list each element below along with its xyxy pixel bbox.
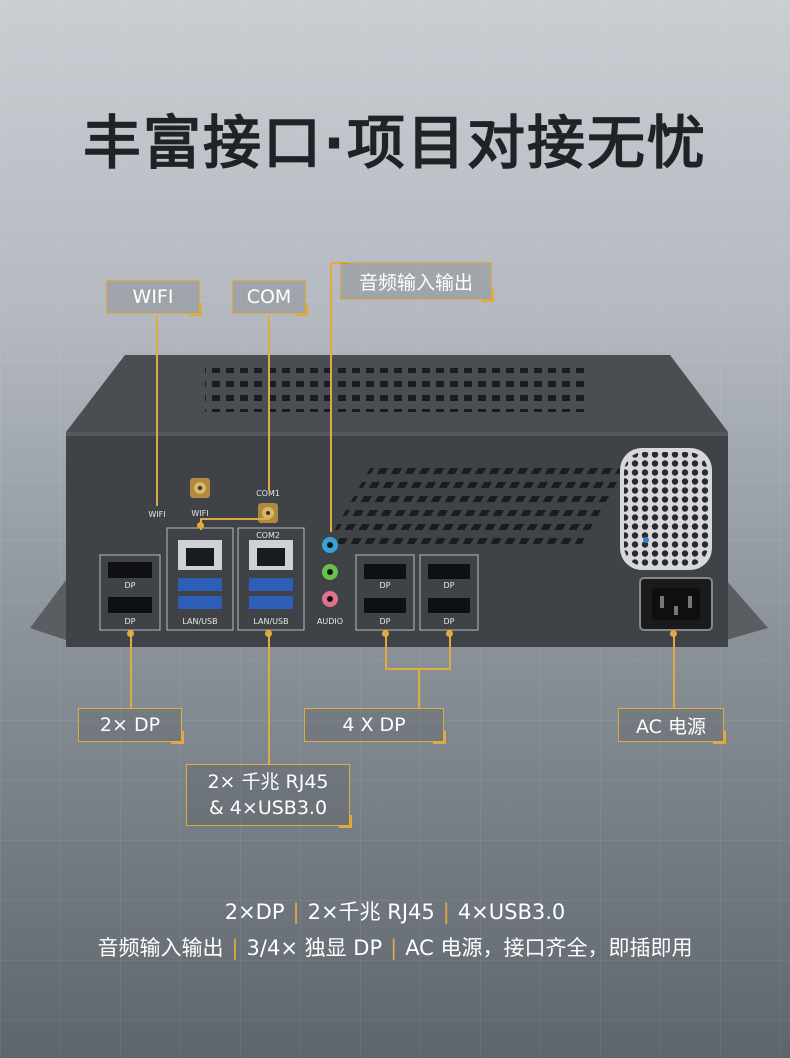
com-leader-line: [268, 316, 270, 491]
panel-label-dp: DP: [444, 617, 455, 626]
lan-connector-dot: [265, 630, 272, 637]
audio-leader-line: [330, 262, 332, 532]
panel-label-dp: DP: [125, 581, 136, 590]
summary-line-2: 音频输入输出|3/4× 独显 DP|AC 电源，接口齐全，即插即用: [97, 936, 693, 960]
callout-com: COM: [232, 280, 308, 316]
left-bracket: [30, 580, 66, 640]
page-headline: 丰富接口·项目对接无忧: [82, 109, 708, 177]
panel-label-dp: DP: [125, 617, 136, 626]
dp4-bracket-line: [385, 636, 387, 670]
wifi-antenna-connector: [190, 478, 210, 498]
panel-label-dp: DP: [444, 581, 455, 590]
summary-line-1: 2×DP|2×千兆 RJ45|4×USB3.0: [224, 900, 566, 924]
panel-label-audio: AUDIO: [317, 617, 343, 626]
panel-label-com2: COM2: [256, 531, 280, 540]
ac-connector-dot: [670, 630, 677, 637]
panel-label-dp: DP: [380, 581, 391, 590]
callout-rj45-usb: 2× 千兆 RJ45 & 4×USB3.0: [186, 764, 352, 828]
panel-label-dp: DP: [380, 617, 391, 626]
callout-audio: 音频输入输出: [340, 262, 494, 302]
lan-connector-dot: [197, 522, 204, 529]
top-vent: [205, 368, 590, 412]
callout-2x-dp: 2× DP: [78, 708, 184, 744]
callout-4x-dp: 4 X DP: [304, 708, 446, 744]
panel-label-lan-usb: LAN/USB: [253, 617, 288, 626]
callout-wifi: WIFI: [106, 280, 202, 316]
dp-connector-dot: [446, 630, 453, 637]
wifi-leader-line: [156, 316, 158, 506]
panel-label-lan-usb: LAN/USB: [182, 617, 217, 626]
ac-leader-line: [673, 636, 675, 708]
panel-label-com1: COM1: [256, 489, 280, 498]
panel-label-wifi: WIFI: [191, 509, 208, 518]
lan-usb-group-2: [237, 527, 305, 631]
callout-ac-power: AC 电源: [618, 708, 726, 744]
com-antenna-connector: [258, 503, 278, 523]
dp-connector-dot: [127, 630, 134, 637]
dp-connector-dot: [382, 630, 389, 637]
diagonal-vent: [325, 465, 627, 545]
right-bracket: [726, 580, 768, 640]
panel-label-wifi-left: WIFI: [148, 510, 165, 519]
dp2-leader-line: [130, 636, 132, 708]
